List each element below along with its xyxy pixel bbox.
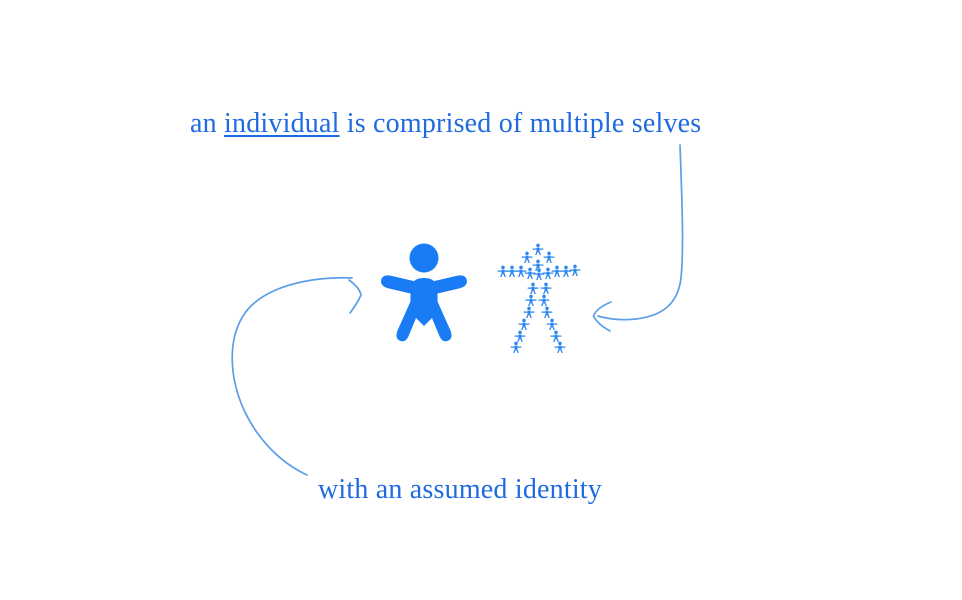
crowd-mini-person xyxy=(515,265,527,277)
crowd-mini-person xyxy=(550,330,562,342)
crowd-mini-person xyxy=(518,318,530,330)
crowd-mini-person xyxy=(543,251,555,263)
top-caption-after: is comprised of multiple selves xyxy=(339,108,702,139)
crowd-mini-person xyxy=(532,243,544,255)
crowd-mini-person xyxy=(569,264,581,276)
crowd-mini-person xyxy=(542,267,554,279)
crowd-mini-person xyxy=(554,341,566,353)
top-caption-emphasis: individual xyxy=(224,108,340,139)
solid-person-body xyxy=(381,275,467,342)
top-caption: an individual is comprised of multiple s… xyxy=(190,106,701,142)
solid-person-head xyxy=(409,243,439,273)
bottom-caption: with an assumed identity xyxy=(318,474,602,505)
crowd-mini-person xyxy=(514,330,526,342)
crowd-mini-person xyxy=(510,341,522,353)
crowd-mini-person xyxy=(538,294,550,306)
top-caption-before: an xyxy=(190,108,225,139)
solid-person-figure xyxy=(381,243,467,342)
crowd-mini-person xyxy=(533,268,545,280)
crowd-mini-person xyxy=(521,251,533,263)
crowd-mini-person xyxy=(540,282,552,294)
crowd-mini-person xyxy=(546,318,558,330)
crowd-person-figure xyxy=(497,243,581,353)
crowd-mini-person xyxy=(525,294,537,306)
crowd-mini-person xyxy=(523,306,535,318)
crowd-mini-person xyxy=(560,265,572,277)
crowd-mini-person xyxy=(524,267,536,279)
crowd-mini-person xyxy=(527,282,539,294)
crowd-mini-person xyxy=(541,306,553,318)
